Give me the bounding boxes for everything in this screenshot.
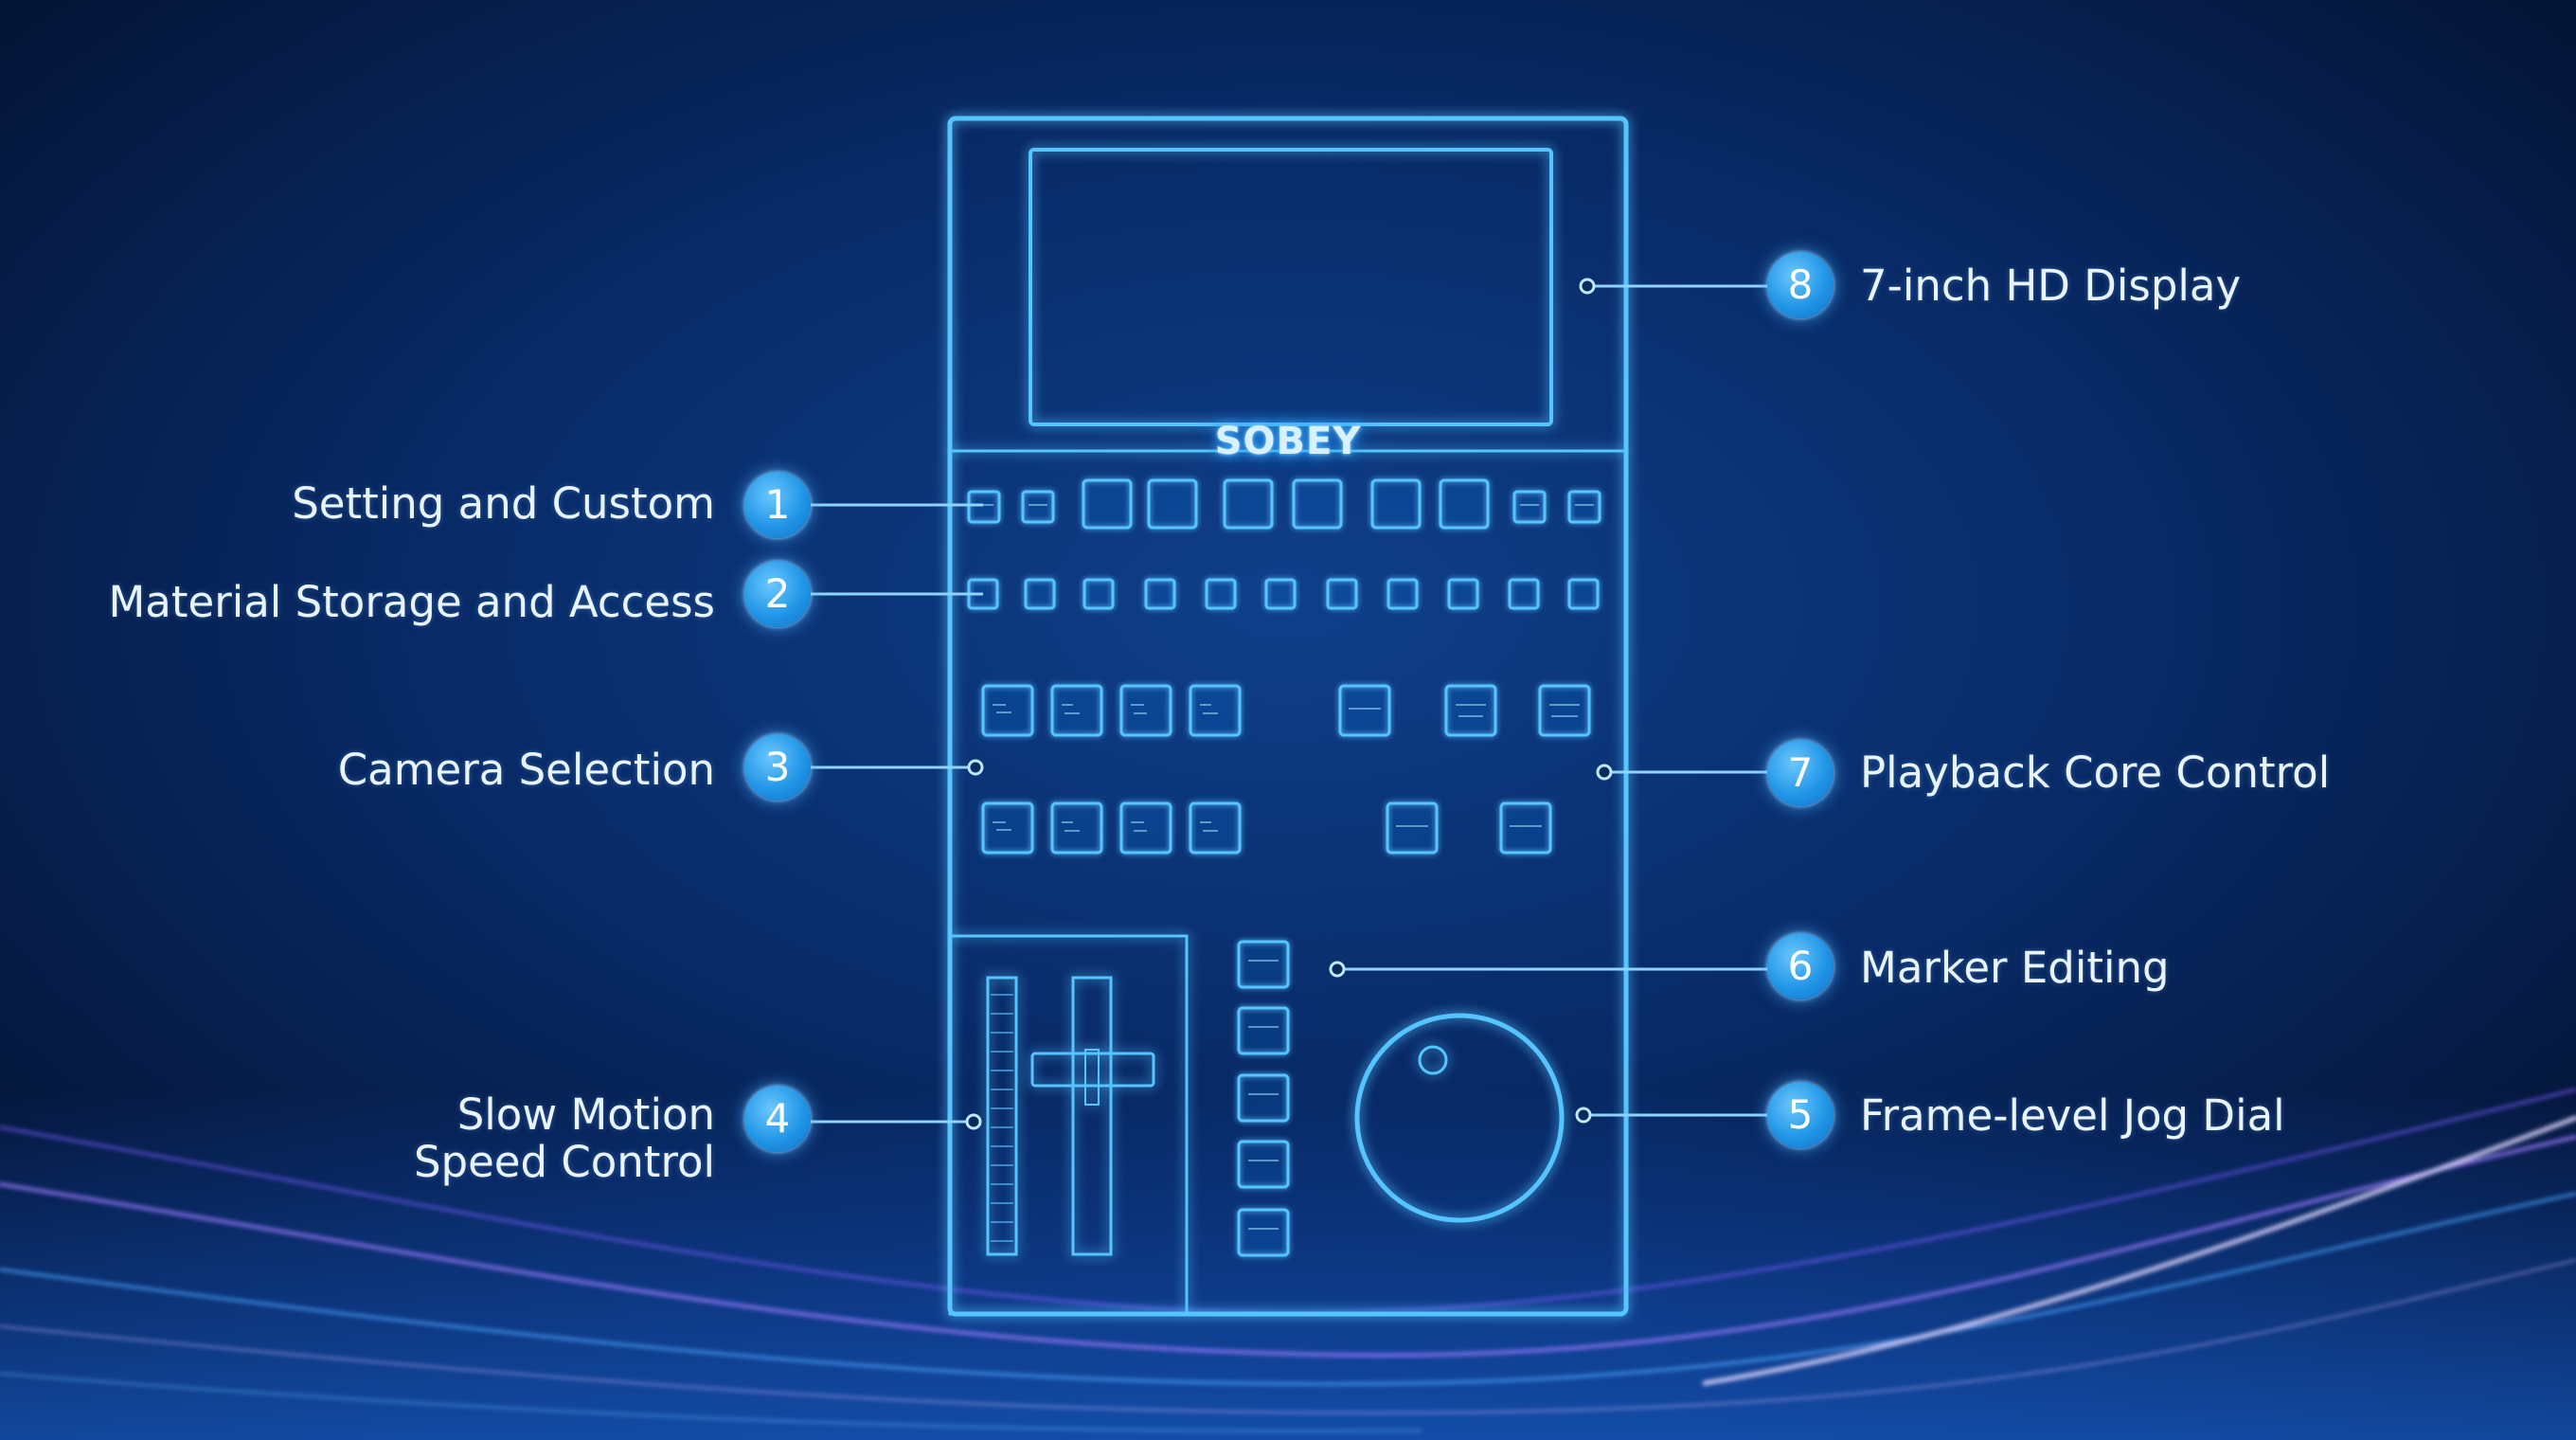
controller-panel (947, 116, 1629, 1317)
playback-control-keys (1338, 684, 1591, 855)
callout-badge-5: 5 (1767, 1082, 1834, 1148)
callout-label-8: 7-inch HD Display (1860, 261, 2242, 311)
leader-anchor-dots (965, 278, 1613, 1130)
callout-badge-7: 7 (1767, 740, 1834, 806)
storage-key (1264, 578, 1297, 610)
storage-key (1386, 578, 1419, 610)
storage-key (1205, 578, 1237, 610)
playback-key (1338, 684, 1391, 737)
slow-motion-lever-track (1071, 976, 1113, 1256)
custom-key (1082, 478, 1133, 530)
camera-key (1050, 801, 1103, 855)
leader-lines (810, 284, 1769, 1124)
playback-key (1386, 801, 1439, 855)
sobey-logo: SOBEY (1214, 420, 1362, 463)
jog-dial-finger-hole (1418, 1045, 1448, 1075)
storage-key (1447, 578, 1479, 610)
camera-key (1050, 684, 1103, 737)
camera-key (1189, 684, 1242, 737)
marker-key (1237, 1006, 1290, 1055)
lever-knob-center (1084, 1049, 1100, 1106)
anchor-dot (1575, 1107, 1592, 1124)
callout-label-4-line1: Slow Motion (456, 1089, 715, 1140)
custom-key (1439, 478, 1490, 530)
custom-key (1021, 490, 1055, 524)
callout-label-2: Material Storage and Access (108, 577, 715, 627)
light-waves (0, 1088, 2576, 1432)
callout-badge-3: 3 (744, 734, 811, 801)
setting-custom-keys (967, 478, 1601, 530)
marker-key (1237, 1140, 1290, 1189)
callout-badge-8: 8 (1767, 252, 1834, 318)
custom-key (1370, 478, 1422, 530)
slow-motion-section (948, 934, 1189, 1316)
panel-outline (947, 116, 1629, 1317)
camera-key (981, 801, 1034, 855)
callout-badge-2: 2 (744, 561, 811, 627)
storage-key (1326, 578, 1358, 610)
callout-badge-1: 1 (744, 472, 811, 538)
custom-key (1567, 490, 1601, 524)
playback-key (1499, 801, 1552, 855)
callout-badge-4: 4 (744, 1086, 811, 1152)
marker-key (1237, 1073, 1290, 1123)
jog-dial (1354, 1013, 1565, 1223)
storage-key (1508, 578, 1540, 610)
marker-key (1237, 940, 1290, 989)
callout-label-5: Frame-level Jog Dial (1860, 1090, 2285, 1141)
custom-key (1147, 478, 1198, 530)
anchor-dot (1579, 278, 1596, 295)
anchor-dot (967, 759, 984, 776)
callout-label-7: Playback Core Control (1860, 747, 2331, 798)
callout-label-1: Setting and Custom (292, 478, 715, 529)
custom-key (967, 490, 1001, 524)
camera-key (1119, 801, 1172, 855)
marker-editing-keys (1237, 940, 1290, 1257)
custom-key (1292, 478, 1343, 530)
callout-label-4-line2: Speed Control (413, 1137, 715, 1187)
camera-key (981, 684, 1034, 737)
hd-display-screen (1029, 148, 1553, 426)
custom-key (1223, 478, 1274, 530)
callout-badge-6: 6 (1767, 933, 1834, 999)
camera-selection-keys (981, 684, 1242, 855)
anchor-dot (1329, 961, 1346, 978)
storage-key (1144, 578, 1176, 610)
marker-key (1237, 1208, 1290, 1257)
custom-key (1512, 490, 1547, 524)
camera-key (1189, 801, 1242, 855)
speed-scale-track (986, 976, 1018, 1256)
playback-key (1538, 684, 1591, 737)
storage-key (1024, 578, 1056, 610)
material-storage-keys (967, 578, 1600, 610)
camera-key (1119, 684, 1172, 737)
callout-label-3: Camera Selection (337, 745, 715, 795)
playback-key (1444, 684, 1497, 737)
key-legend-glyphs (975, 504, 1594, 1230)
callout-label-6: Marker Editing (1860, 943, 2170, 993)
anchor-dot (965, 1113, 982, 1130)
slow-motion-lever-handle (1030, 1052, 1155, 1088)
storage-key (1082, 578, 1115, 610)
anchor-dot (1596, 764, 1613, 781)
speed-scale-ticks (991, 994, 1013, 1242)
storage-key (1567, 578, 1600, 610)
